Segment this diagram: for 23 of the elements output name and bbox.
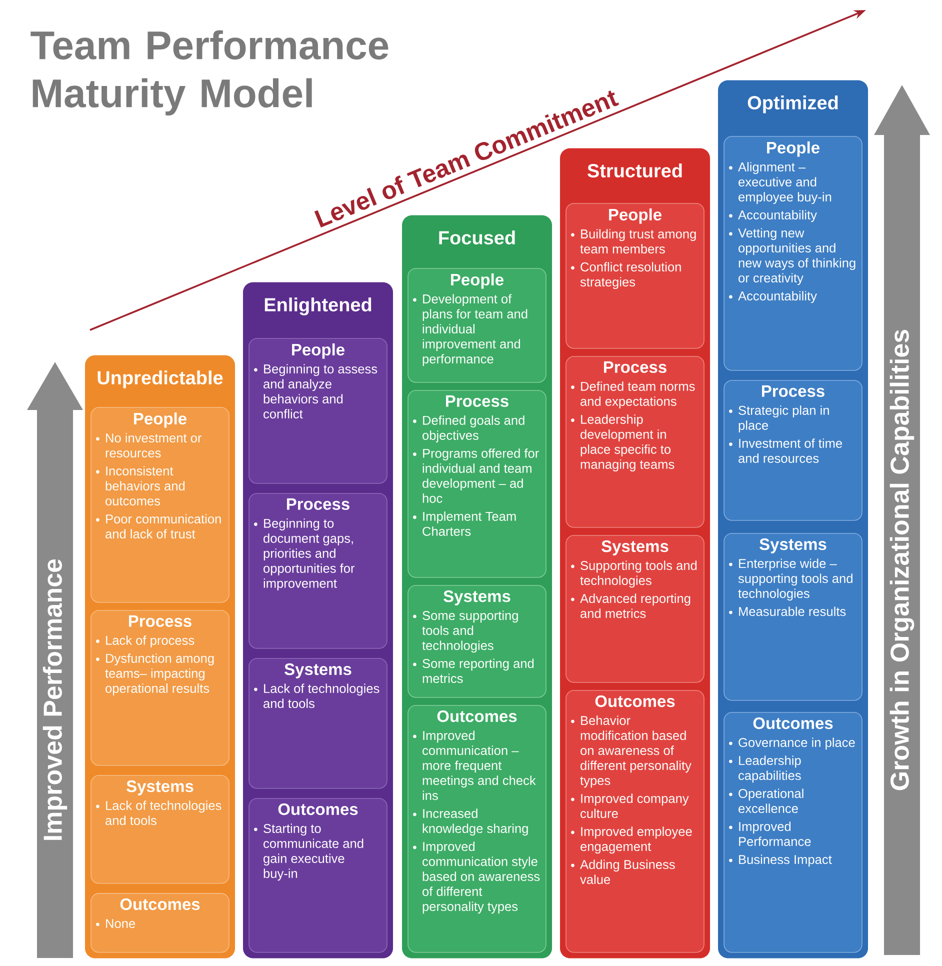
section-box: Systems Enterprise wide – supporting tools and technologies Measurable results: [724, 533, 862, 701]
section-box: Process Defined goals and objectives Programs offered for individual and team development – ad hoc Implement Team Charters: [408, 390, 546, 578]
section-box: Systems Lack of technologies and tools: [248, 658, 388, 789]
section-box: Outcomes Starting to communicate and gain executive buy-in: [248, 798, 388, 953]
section-box: People Beginning to assess and analyze behaviors and conflict: [248, 338, 388, 484]
section-box: People Building trust among team members Conflict resolution strategies: [566, 203, 704, 349]
section-box: Systems Some supporting tools and technologies Some reporting and metrics: [408, 585, 546, 698]
section-box: Process Lack of process Dysfunction among teams– impacting operational results: [90, 610, 230, 766]
section-box: Outcomes Behavior modification based on awareness of different personality types Improved company culture Improved employee engagement Adding Business value: [566, 690, 704, 953]
section-box: People Alignment – executive and employee buy-in Accountability Vetting new opportunities and new ways of thinking or creativity Accountability: [724, 136, 862, 371]
section-box: Systems Supporting tools and technologies Advanced reporting and metrics: [566, 535, 704, 683]
section-box: Systems Lack of technologies and tools: [90, 775, 230, 884]
arrow-label: Improved Performance: [42, 559, 68, 840]
section-box: Process Defined team norms and expectations Leadership development in place specific to managing teams: [566, 356, 704, 528]
title: Team Performance Maturity Model: [30, 30, 388, 116]
section-box: Outcomes None: [90, 893, 230, 953]
section-box: Process Strategic plan in place Investment of time and resources: [724, 380, 862, 521]
section-box: Outcomes Governance in place Leadership capabilities Operational excellence Improved Performance Business Impact: [724, 712, 862, 953]
section-box: Process Beginning to document gaps, priorities and opportunities for improvement: [248, 493, 388, 649]
arrow-label: Growth in Organizational Capabilities: [890, 330, 914, 790]
section-box: People No investment or resources Inconsistent behaviors and outcomes Poor communication and lack of trust: [90, 407, 230, 603]
section-box: Outcomes Improved communication – more frequent meetings and check ins Increased knowledge sharing Improved communication style based on awareness of different personality types: [408, 705, 546, 953]
section-box: People Development of plans for team and individual improvement and performance: [408, 268, 546, 383]
